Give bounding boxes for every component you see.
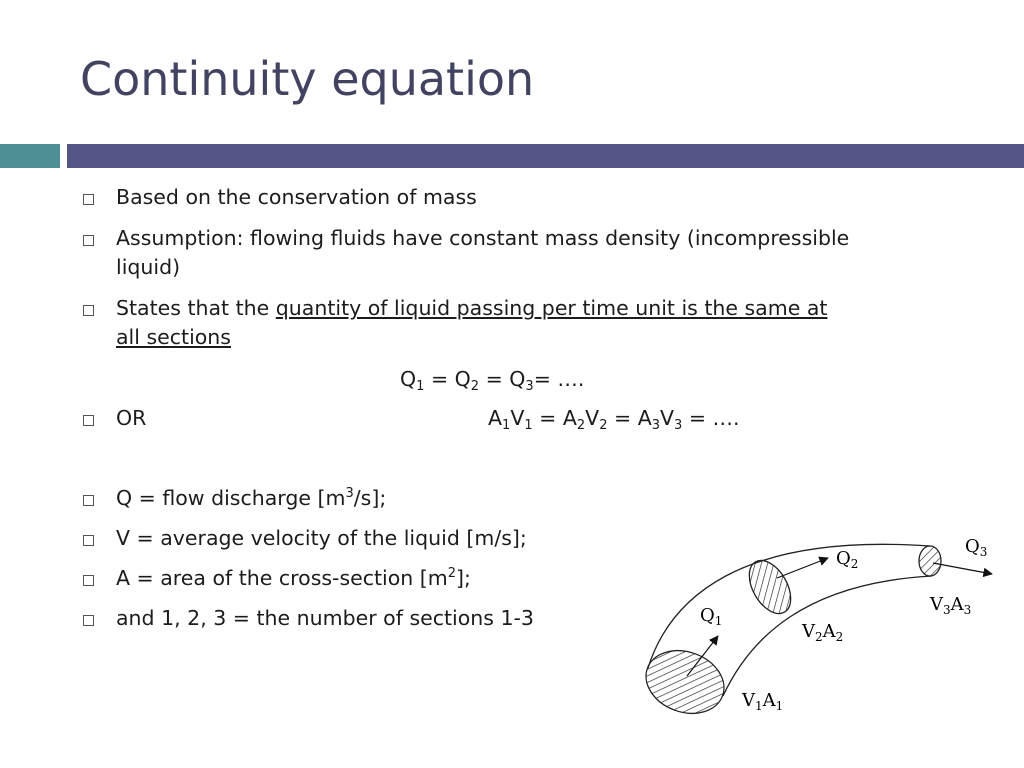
bullet-conservation-of-mass: Based on the conservation of mass [116,185,477,209]
label-q2: Q2 [836,548,858,571]
definition-sections: and 1, 2, 3 = the number of sections 1-3 [116,606,534,630]
label-v3a3: V3A3 [929,594,971,617]
bullet-marker [83,495,94,506]
section-2-ellipse [748,559,792,615]
bullet-states-prefix: States that the [116,296,276,320]
pipe-lower-wall [722,575,933,697]
bullet-or: OR [116,406,147,430]
discharge-equation: Q1 = Q2 = Q3= …. [400,367,585,394]
bullet-assumption-line2: liquid) [116,255,181,279]
bullet-marker [83,535,94,546]
bullet-assumption-line1: Assumption: flowing fluids have constant… [116,226,850,250]
bullet-marker [83,194,94,205]
flow-arrow-3 [932,562,993,578]
bullet-marker [83,235,94,246]
flow-arrow-2 [776,556,829,579]
label-q1: Q1 [700,605,722,628]
bullet-marker [83,415,94,426]
bullet-states-underlined-2: all sections [116,325,231,349]
header-accent-bar [0,144,60,168]
pipe-upper-wall [647,543,931,669]
header-divider-bar [67,144,1024,168]
bullet-marker [83,305,94,316]
bullet-states-underlined-1: quantity of liquid passing per time unit… [275,296,828,320]
bullet-assumption: Assumption: flowing fluids have constant… [116,224,976,282]
label-v1a1: V1A1 [741,690,783,713]
definition-a: A = area of the cross-section [m2]; [116,566,471,590]
definition-v: V = average velocity of the liquid [m/s]… [116,526,527,550]
flow-arrow-1 [686,635,719,677]
pipe-flow-diagram: Q1 Q2 Q3 V1A1 V2A2 V3A3 [645,536,993,714]
definition-q: Q = flow discharge [m3/s]; [116,486,387,510]
bullet-marker [83,575,94,586]
section-1-ellipse [645,650,725,714]
label-q3: Q3 [965,536,987,559]
label-v2a2: V2A2 [801,621,843,644]
section-3-ellipse [918,545,942,577]
area-velocity-equation: A1V1 = A2V2 = A3V3 = …. [488,406,740,433]
bullet-marker [83,615,94,626]
bullet-states: States that the quantity of liquid passi… [116,294,976,352]
slide-title: Continuity equation [80,52,535,106]
